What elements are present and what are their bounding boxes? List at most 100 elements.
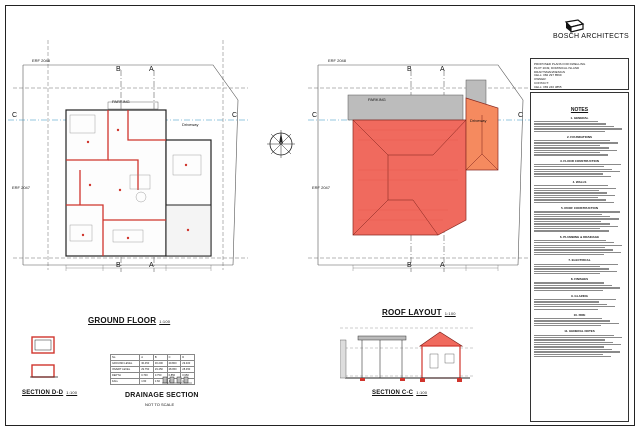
roof-dimensions [352, 265, 499, 271]
notes-section-heading: 6. PLUMBING & DRAINAGE [559, 234, 600, 239]
gf-furniture [69, 114, 202, 243]
ground-floor-plan [8, 40, 248, 272]
section-cc-walls [421, 345, 461, 379]
notes-section-heading: 1. GENERAL [570, 116, 589, 120]
north-arrow-icon [267, 130, 295, 158]
notes-text-line [534, 130, 605, 132]
notes-text-line [534, 201, 615, 204]
notes-text-line [534, 239, 606, 242]
notes-text-line [534, 353, 604, 355]
roof-marker-b-top: B [407, 66, 412, 73]
ground-floor-scale: 1:100 [159, 319, 171, 324]
section-dd-title-text: SECTION D-D [22, 390, 64, 396]
gf-erf-top-label: ERF 2048 [32, 58, 51, 63]
notes-text-line [534, 185, 608, 187]
notes-section: 2. FOUNDATIONS [534, 135, 625, 156]
notes-text-line [534, 303, 607, 306]
roof-marker-b-bottom: B [407, 262, 412, 269]
roof-erf-top-label: ERF 2048 [328, 58, 347, 63]
section-dd-drawing [30, 336, 58, 378]
section-cc-title-text: SECTION C-C [372, 390, 414, 396]
notes-text-line [534, 192, 607, 194]
notes-text-line [534, 168, 613, 170]
drainage-title: DRAINAGE SECTION [125, 392, 199, 399]
notes-section: 1. GENERAL [534, 116, 625, 132]
notes-text-line [534, 273, 600, 275]
gf-parking-label: PARKING [112, 99, 130, 104]
notes-text-line [534, 299, 616, 301]
notes-text-line [534, 223, 610, 225]
notes-text-line [534, 244, 623, 246]
notes-text-line [534, 282, 605, 284]
project-info-field: DRAFTSMAN/DESIGN [534, 69, 566, 74]
notes-text-line [534, 154, 608, 156]
notes-section-heading: 9. GLAZING [571, 293, 588, 298]
roof-parking-label: PARKING [368, 97, 386, 102]
gf-interior-walls [66, 110, 166, 256]
notes-section: 4. WALLS [534, 180, 625, 204]
notes-text-line [534, 249, 614, 251]
notes-text-line [534, 270, 617, 272]
notes-text-line [534, 334, 615, 336]
notes-text-line [534, 263, 618, 265]
notes-text-line [534, 351, 621, 353]
notes-text-line [534, 173, 604, 175]
notes-text-line [534, 189, 599, 192]
section-cc-drawing [340, 327, 475, 382]
notes-text-line [534, 325, 602, 327]
roof-marker-a-top: A [440, 66, 445, 73]
gf-marker-a-top: A [149, 66, 154, 73]
notes-text-line [534, 194, 615, 196]
drainage-subtitle: NOT TO SCALE [145, 402, 175, 407]
drainage-table-cell: FALL [109, 378, 141, 385]
notes-section: 8. FINISHES [534, 277, 625, 291]
notes-text-line [534, 268, 609, 270]
notes-text-line [534, 175, 612, 178]
roof-ridge-lines [352, 115, 499, 236]
roof-tile-hatch [358, 129, 458, 221]
notes-text-line [534, 336, 623, 339]
notes-section: 3. FLOOR CONSTRUCTION [534, 159, 625, 178]
roof-marker-c-left: C [312, 112, 318, 119]
gf-boundary-top [23, 64, 239, 101]
section-cc-posts [361, 340, 403, 378]
notes-text-line [534, 308, 598, 310]
notes-section-heading: 10. FIRE [573, 312, 586, 317]
notes-text-line [534, 348, 613, 351]
project-info-field: CELL: 082 297 8599 [534, 73, 562, 78]
roof-layout-scale: 1:100 [444, 311, 456, 316]
notes-text-line [534, 147, 609, 149]
notes-section-heading: 11. GENERAL NOTES [564, 329, 595, 334]
notes-text-line [534, 289, 604, 291]
notes-section: 9. GLAZING [534, 294, 625, 310]
notes-text-line [534, 216, 611, 218]
notes-text-line [534, 265, 601, 268]
notes-text-line [534, 356, 612, 358]
section-cc-scale: 1:100 [416, 390, 428, 395]
roof-main-red [352, 119, 467, 236]
notes-section: 7. ELECTRICAL [534, 258, 625, 275]
notes-text-line [534, 121, 598, 123]
notes-text-line [534, 230, 609, 232]
drainage-table-cell: 1:60 [139, 378, 154, 385]
notes-text-line [534, 144, 601, 147]
sheet-border [5, 5, 635, 426]
notes-section-heading: 4. WALLS [572, 180, 587, 185]
notes-text-line [534, 125, 615, 128]
roof-erf-left-label: ERF 2047 [312, 185, 331, 190]
firm-name: BOSCH ARCHITECTS [553, 33, 629, 40]
roof-carport-grey [347, 94, 464, 121]
section-cc-window [444, 353, 455, 364]
notes-text-line [534, 128, 623, 130]
notes-text-line [534, 287, 621, 289]
roof-marker-a-bottom: A [440, 262, 445, 269]
gf-parking-bay [107, 101, 159, 110]
gf-marker-a-bottom: A [149, 262, 154, 269]
notes-section: 11. GENERAL NOTES [534, 329, 625, 358]
notes-text-line [534, 306, 615, 308]
